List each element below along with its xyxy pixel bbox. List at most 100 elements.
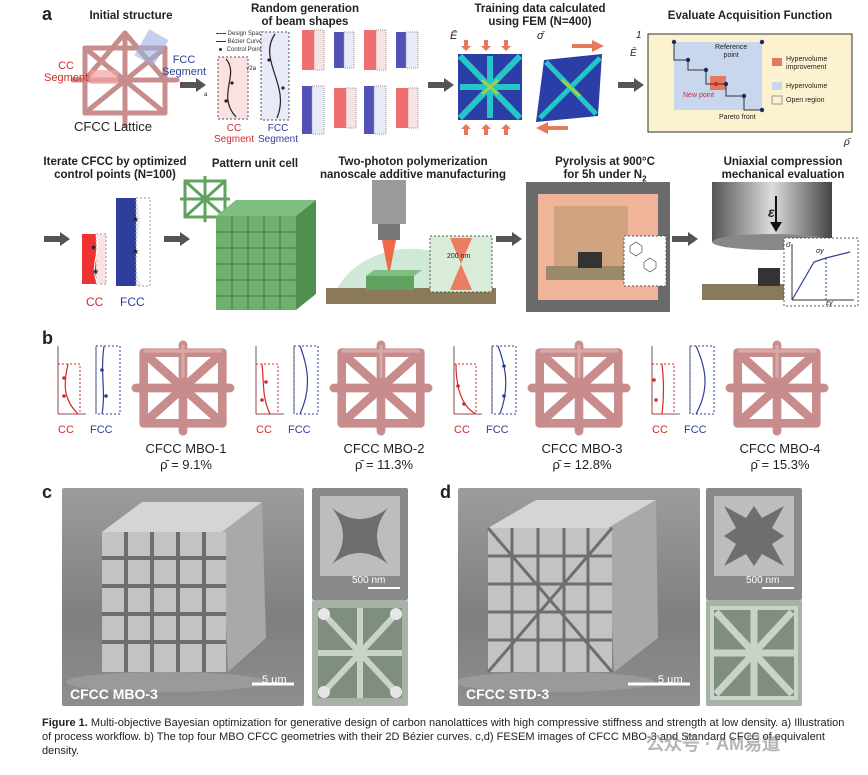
strain-epsilon-label: ε (768, 204, 775, 220)
step-title-iterate: Iterate CFCC by optimized control points… (43, 156, 187, 181)
pareto-front-label: Pareto front (719, 114, 756, 121)
arrow-right-icon (180, 78, 206, 92)
step-title-uniaxial: Uniaxial compression mechanical evaluati… (721, 156, 845, 181)
sem-image-mbo3-detail (312, 600, 408, 706)
sem-d-scale: 5 µm (658, 674, 683, 686)
panel-letter-c: c (42, 482, 53, 502)
cfcc-lattice-illustration (70, 29, 180, 128)
figure-caption-label: Figure 1. (42, 717, 88, 729)
sem-std3-lattice (458, 500, 690, 692)
sem-d-label: CFCC STD-3 (466, 686, 550, 702)
mbo3-bezier-plots (453, 345, 517, 415)
mbo2-bezier-plots (255, 345, 319, 415)
arrow-right-icon (496, 232, 522, 246)
mbo4-name: CFCC MBO-4 (739, 441, 821, 456)
mbo3-cc-label: CC (454, 424, 470, 436)
fcc-segment-label: FCC Segment (162, 54, 207, 78)
cfcc-lattice-label: CFCC Lattice (74, 119, 153, 134)
yield-stress-label: σy (816, 248, 824, 255)
mbo3-density: ρ̄ = 12.8% (552, 457, 612, 472)
beam-legend: Design Space Bézier Curve Control Point (216, 30, 265, 54)
cc-design-space (217, 56, 249, 120)
compression-setup (702, 182, 859, 307)
legend-open-region: Open region (786, 97, 825, 104)
panel-letter-b: b (42, 328, 53, 348)
fcc-segment-sub-label: FCC Segment (258, 123, 299, 145)
legend-hv: Hypervolume (786, 83, 828, 90)
arrow-right-icon (44, 232, 70, 246)
mbo2-lattice (326, 336, 436, 440)
sem-mbo3-lattice (66, 502, 294, 692)
sem-std3-top-view (714, 496, 794, 589)
mbo1-cc-label: CC (58, 424, 74, 436)
mbo3-name: CFCC MBO-3 (541, 441, 623, 456)
mbo2-name: CFCC MBO-2 (343, 441, 425, 456)
mbo4-cc-label: CC (652, 424, 668, 436)
arrow-right-icon (672, 232, 698, 246)
mbo1-fcc-label: FCC (90, 424, 113, 436)
fem-compression-result (457, 40, 523, 135)
sem-image-mbo3-top (312, 488, 408, 600)
step-title-acquisition: Evaluate Acquisition Function (667, 10, 833, 22)
figure-caption-text: Multi-objective Bayesian optimization fo… (42, 717, 845, 757)
acquisition-plot (647, 33, 853, 133)
svg-text:★: ★ (132, 247, 139, 256)
svg-text:↓↓↓: ↓↓↓ (614, 306, 623, 312)
mbo4-bezier-plots (651, 345, 715, 415)
mbo2-cc-label: CC (256, 424, 272, 436)
random-beam-shapes-grid (302, 29, 419, 135)
fcc-design-space (260, 31, 290, 121)
sqrt2a-dimension-label: √2a (246, 66, 256, 72)
unit-cell-green (180, 176, 230, 222)
sem-c-scale: 5 µm (262, 674, 287, 686)
pyro-title-line2-text: for 5h under N (563, 169, 643, 181)
svg-text:★: ★ (132, 215, 139, 224)
sem-d-scale-small: 500 nm (746, 575, 780, 586)
mbo4-fcc-label: FCC (684, 424, 707, 436)
watermark: 公众号 · AM易道 (646, 734, 780, 754)
mbo2-fcc-label: FCC (288, 424, 311, 436)
optimized-control-points: ★ ★ ★ ★ (82, 197, 151, 287)
cc-segment-label: CC Segment (44, 60, 89, 84)
panel-letter-a: a (42, 4, 53, 24)
sem-c-label: CFCC MBO-3 (70, 686, 158, 702)
step-title-training-data: Training data calculated using FEM (N=40… (474, 3, 606, 28)
sem-image-std3-top (706, 488, 802, 600)
pyro-title-line1: Pyrolysis at 900°C (555, 156, 655, 168)
patterned-lattice-green (216, 200, 316, 310)
sem-std3-unit-cell (710, 606, 798, 700)
sem-mbo3-top-view (320, 496, 400, 589)
step-title-pattern: Pattern unit cell (211, 158, 299, 170)
legend-hv-improvement: Hypervolume improvement (786, 56, 828, 71)
svg-text:↓↓↓: ↓↓↓ (556, 188, 565, 194)
tpp-scale-label: 200 nm (447, 253, 471, 260)
fem-shear-result (536, 40, 604, 134)
sem-image-mbo3 (62, 488, 304, 706)
sigma-bar-label: σ̄ (537, 30, 544, 42)
panel-letter-d: d (440, 482, 451, 502)
mbo1-name: CFCC MBO-1 (145, 441, 227, 456)
svg-text:★: ★ (90, 243, 97, 252)
a-dimension-label: a (204, 92, 208, 98)
cc-segment-sub-label: CC Segment (214, 123, 255, 145)
step-title-tpp: Two-photon polymerization nanoscale addi… (320, 156, 506, 181)
cc-iter-label: CC (86, 295, 104, 309)
pyro-title-line2: for 5h under N2 (540, 169, 670, 185)
step-title-initial-structure: Initial structure (89, 10, 173, 22)
legend-bezier: Bézier Curve (227, 39, 263, 45)
stress-sigma-label: σ (786, 240, 791, 249)
mbo3-fcc-label: FCC (486, 424, 509, 436)
sem-c-scale-small: 500 nm (352, 575, 386, 586)
sem-image-std3 (458, 488, 700, 706)
acq-axis-y-bottom: Ē (630, 48, 637, 59)
svg-text:★: ★ (92, 267, 99, 276)
step-title-random-generation: Random generation of beam shapes (251, 3, 359, 28)
step-title-pyrolysis: Pyrolysis at 900°C for 5h under N2 (540, 156, 670, 185)
mbo1-density: ρ̄ = 9.1% (160, 457, 212, 472)
arrow-right-icon (164, 232, 190, 246)
mbo4-lattice (722, 336, 832, 440)
e-bar-label: Ē (450, 30, 458, 42)
mbo1-bezier-plots (57, 345, 121, 415)
tpp-illustration (326, 180, 496, 304)
yield-strain-label: εy (826, 300, 833, 307)
